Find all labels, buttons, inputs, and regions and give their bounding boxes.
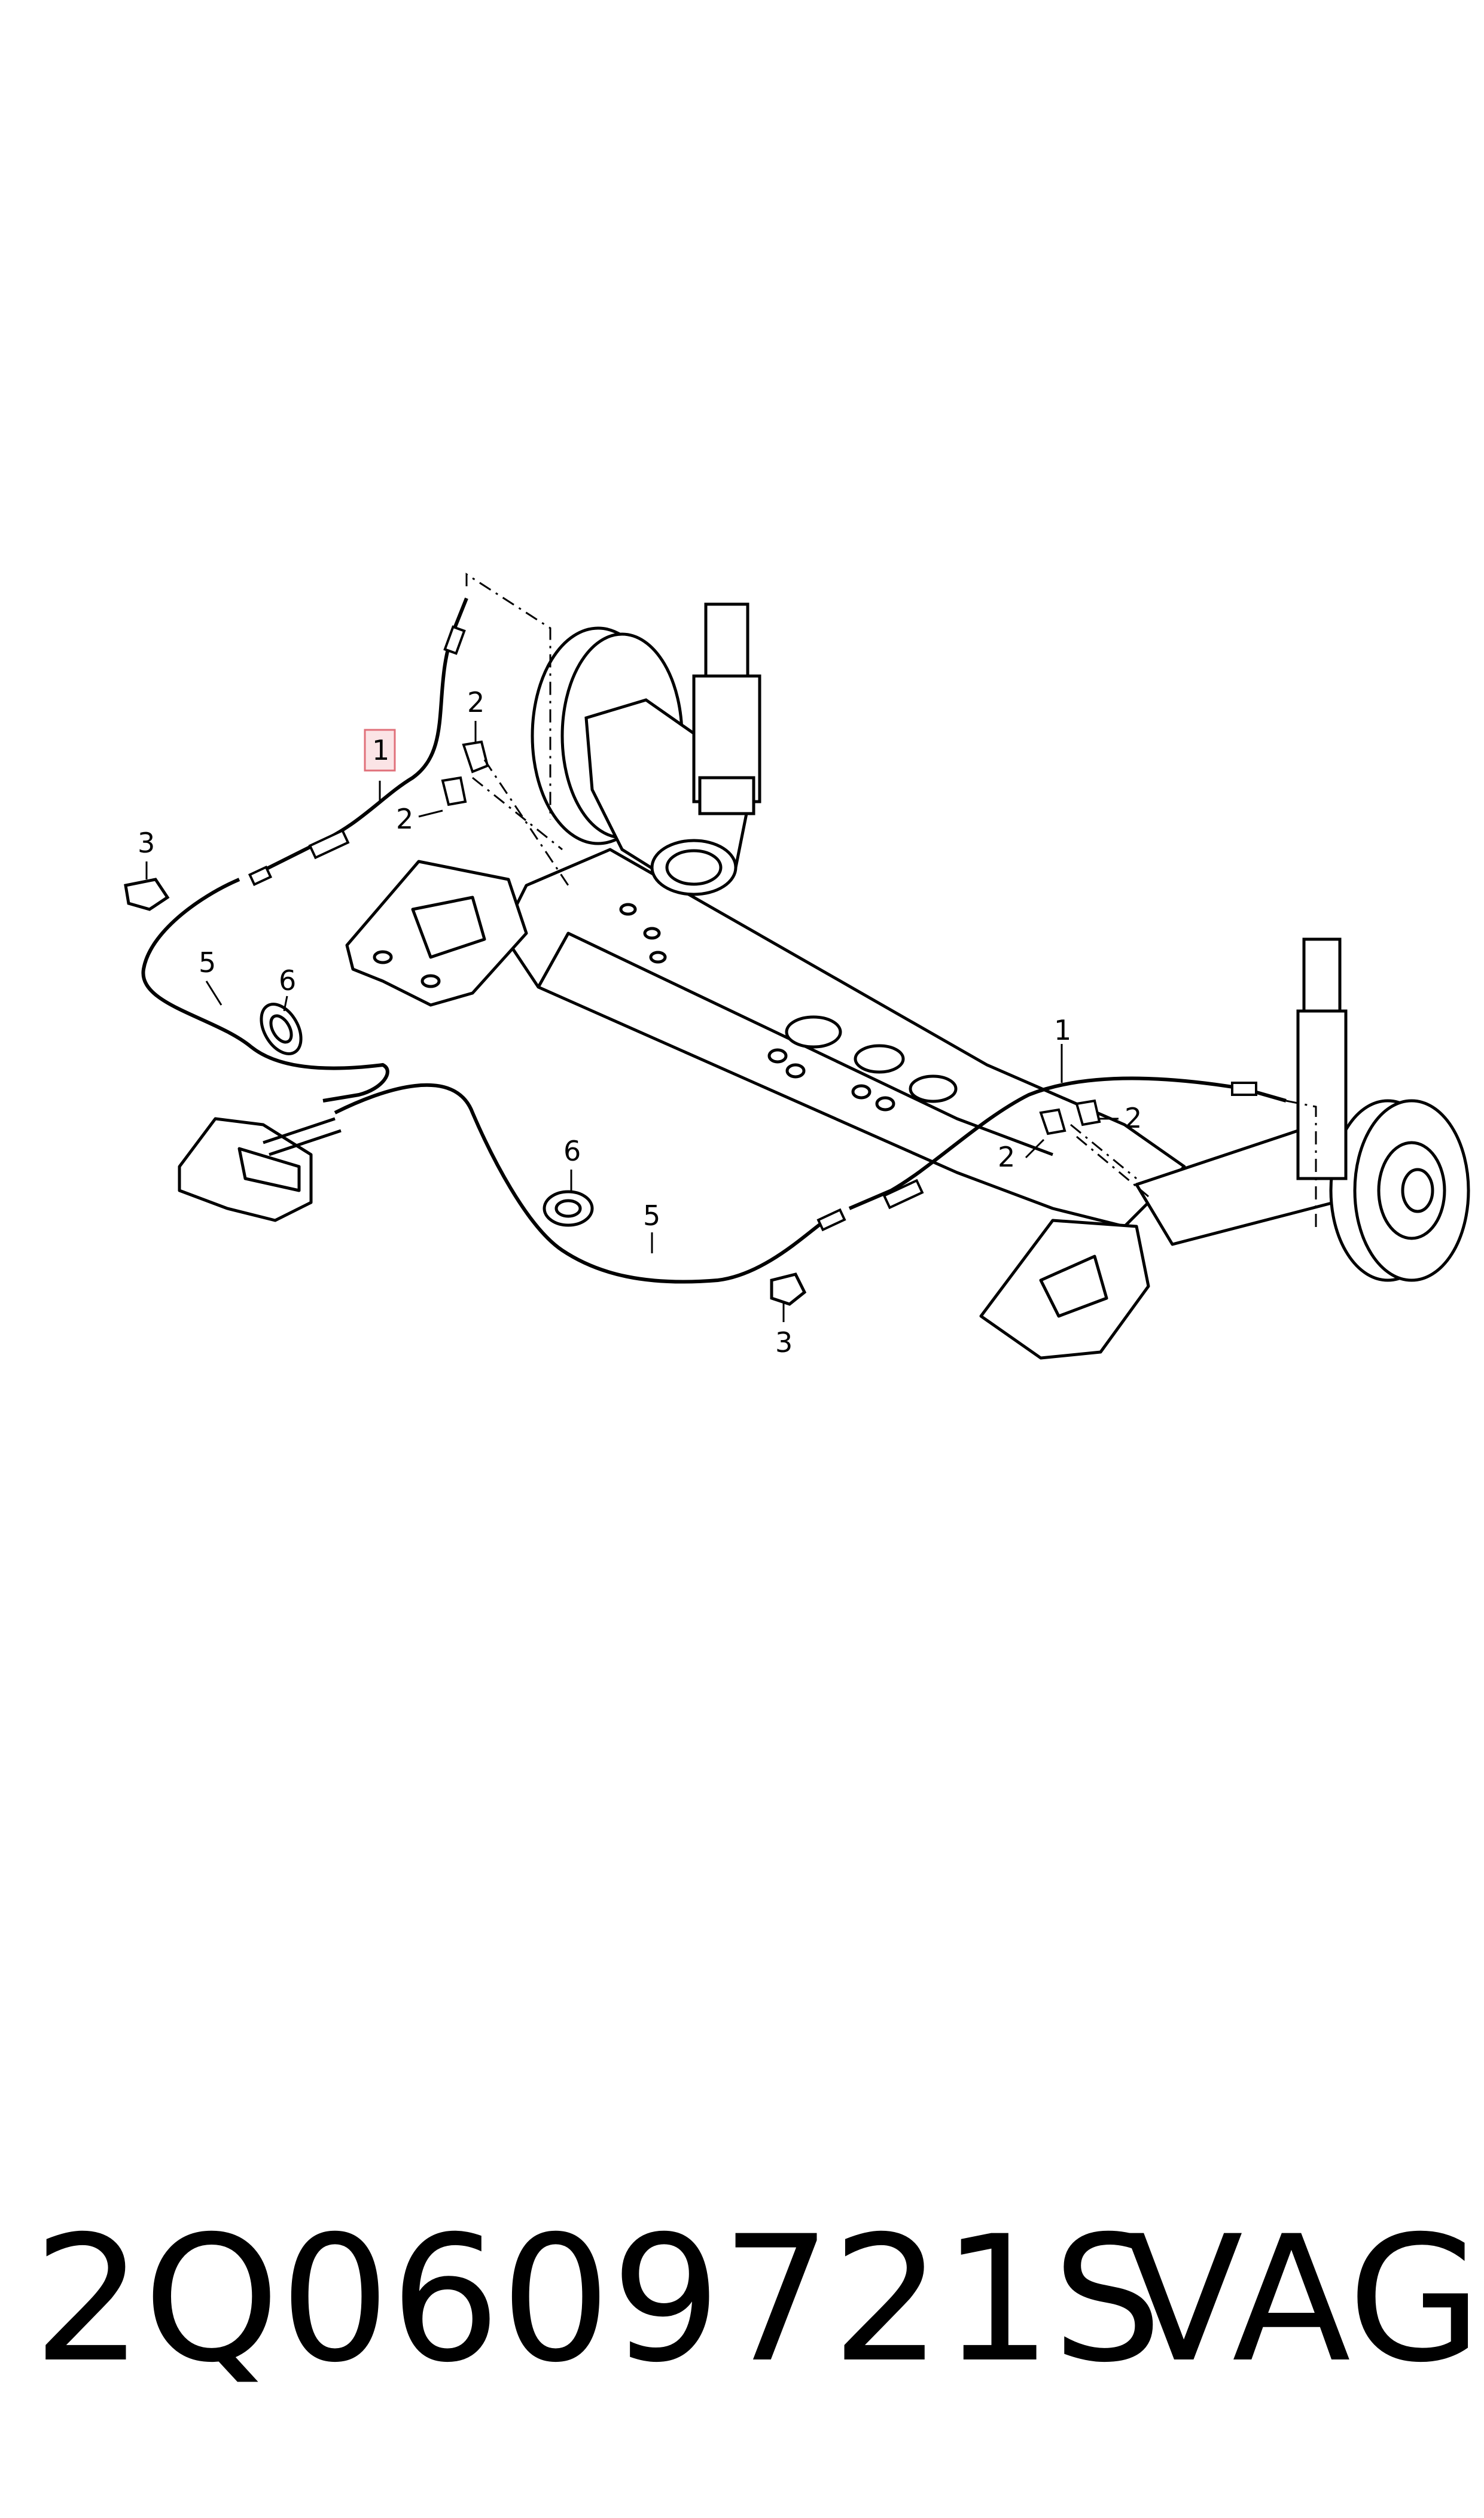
callout-5-left[interactable]: 5 [199, 946, 216, 979]
lever-bracket [178, 1117, 342, 1222]
assembly-guide-lines [465, 573, 1317, 1232]
rear-axle-beam [501, 848, 1186, 1228]
brand-label: VAG [1125, 2199, 1482, 2401]
clip-part-3 [124, 878, 807, 1306]
right-brake-drum [1329, 1099, 1470, 1282]
left-brake-drum [531, 626, 749, 896]
callout-leaders [145, 721, 1119, 1322]
bracket-part-2 [441, 740, 1101, 1135]
right-shock-absorber [1296, 937, 1348, 1180]
callout-6-left[interactable]: 6 [279, 964, 296, 997]
part-number: 2Q0609721S [33, 2199, 1163, 2401]
callout-2-d[interactable]: 2 [998, 1141, 1015, 1173]
callout-2-b[interactable]: 2 [396, 803, 413, 835]
callout-6-right[interactable]: 6 [563, 1135, 581, 1167]
left-mount-bracket [345, 860, 528, 1007]
callout-3-right[interactable]: 3 [775, 1326, 793, 1359]
callout-1-left[interactable]: 1 [372, 734, 389, 766]
cable-end-fittings [248, 625, 1257, 1232]
parts-diagram: 1 1 2 2 2 2 3 3 5 5 6 6 [124, 573, 1470, 1360]
left-shock-absorber [692, 602, 761, 815]
callout-1-right[interactable]: 1 [1054, 1014, 1071, 1046]
callout-5-right[interactable]: 5 [643, 1199, 660, 1232]
callout-3-left[interactable]: 3 [138, 827, 155, 859]
callout-1-highlight [364, 729, 396, 772]
callout-2-a[interactable]: 2 [467, 686, 484, 718]
handbrake-cables [141, 597, 1287, 1284]
callout-2-c[interactable]: 2 [1125, 1102, 1142, 1134]
grommet-part-6 [260, 1003, 594, 1227]
